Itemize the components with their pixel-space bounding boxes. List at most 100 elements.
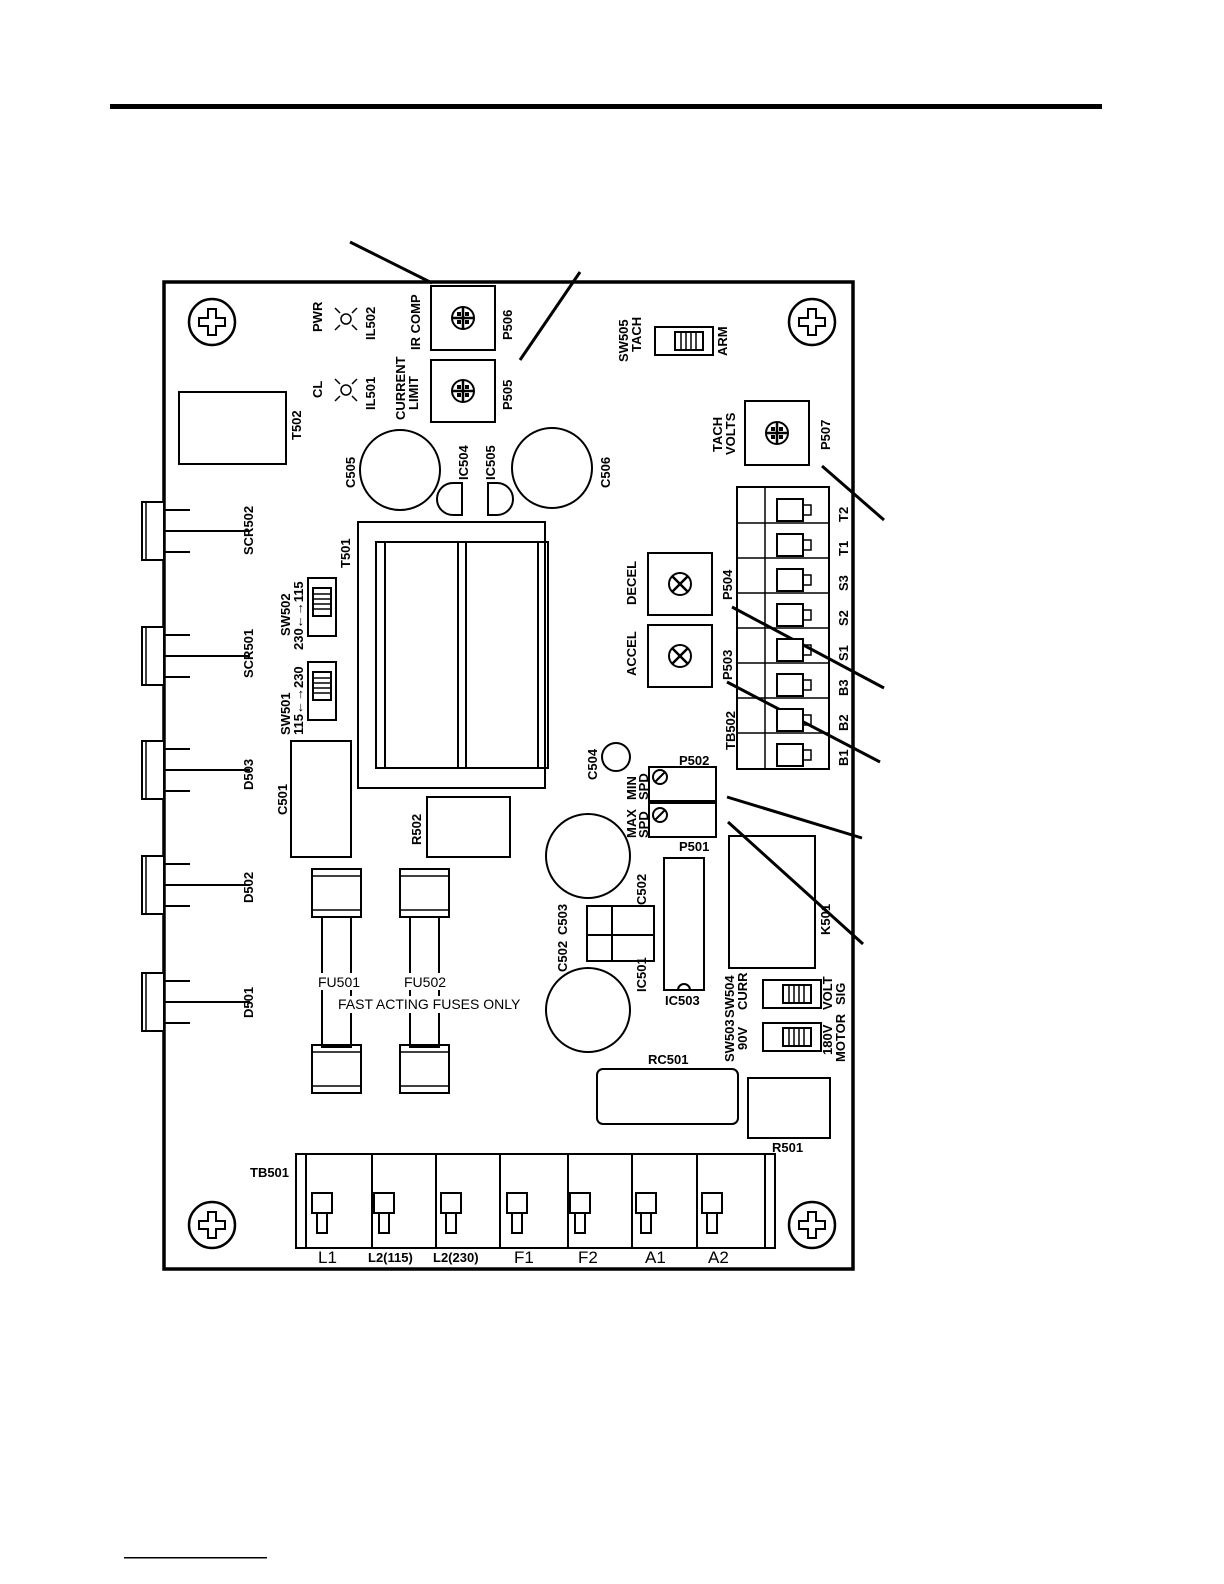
scr501-device bbox=[141, 626, 251, 686]
mounting-screw-icon bbox=[187, 1200, 237, 1250]
scr502-device bbox=[141, 501, 251, 561]
il502-label: IL502 bbox=[363, 307, 378, 340]
c502-film-label: C502 bbox=[634, 874, 649, 905]
p502-min-speed-pot[interactable] bbox=[648, 766, 717, 802]
tb502-terminal-b2[interactable]: B2 bbox=[836, 714, 851, 731]
accel-label: ACCEL bbox=[624, 631, 639, 676]
trimmer-icon bbox=[652, 769, 668, 785]
d502-label: D502 bbox=[241, 872, 256, 903]
scr501-label: SCR501 bbox=[241, 629, 256, 678]
tb502-terminal-s3[interactable]: S3 bbox=[836, 575, 851, 591]
p506-pot[interactable] bbox=[430, 285, 496, 351]
ic501-label: IC501 bbox=[634, 957, 649, 992]
led-pwr-icon bbox=[334, 307, 358, 331]
tb501-terminal-f2[interactable]: F2 bbox=[578, 1248, 598, 1267]
c504-capacitor bbox=[601, 742, 631, 772]
p503-accel-pot[interactable] bbox=[647, 624, 713, 688]
p507-label: P507 bbox=[818, 420, 833, 450]
tb501-terminal-a1[interactable]: A1 bbox=[645, 1248, 666, 1267]
mounting-screw-icon bbox=[187, 297, 237, 347]
k501-label: K501 bbox=[818, 904, 833, 935]
current-label: CURRENT bbox=[393, 356, 408, 420]
rc501-snubber bbox=[596, 1068, 739, 1125]
c502-label: C502 bbox=[555, 941, 570, 972]
c504-label: C504 bbox=[585, 748, 600, 780]
max-label: MAX bbox=[624, 809, 639, 838]
cl-label: CL bbox=[310, 381, 325, 398]
tb501-terminal-l2-115[interactable]: L2(115) bbox=[368, 1250, 413, 1265]
p503-label: P503 bbox=[720, 650, 735, 680]
pot-adjust-icon bbox=[764, 420, 790, 446]
p505-label: P505 bbox=[500, 380, 515, 410]
trimmer-icon bbox=[652, 807, 668, 823]
scr502-label: SCR502 bbox=[241, 506, 256, 555]
fuse-note: FAST ACTING FUSES ONLY bbox=[338, 996, 521, 1012]
p501-max-speed-pot[interactable] bbox=[648, 802, 717, 838]
p504-decel-pot[interactable] bbox=[647, 552, 713, 616]
t501-label: T501 bbox=[338, 538, 353, 568]
ir-comp-label: IR COMP bbox=[408, 294, 423, 350]
k501-relay bbox=[728, 835, 816, 969]
tb502-terminal-b3[interactable]: B3 bbox=[836, 679, 851, 696]
sw504-volt-label: VOLT bbox=[820, 976, 835, 1010]
p505-pot[interactable] bbox=[430, 359, 496, 423]
c501-label: C501 bbox=[275, 784, 290, 815]
tb502-terminal-s1[interactable]: S1 bbox=[836, 645, 851, 661]
tb501-label: TB501 bbox=[250, 1165, 289, 1180]
tb501-terminal-block bbox=[295, 1153, 776, 1249]
decel-label: DECEL bbox=[624, 561, 639, 605]
sw501-option-label: 115←→230 bbox=[291, 666, 306, 735]
pot-adjust-icon bbox=[667, 571, 693, 597]
tb502-label: TB502 bbox=[723, 711, 738, 750]
c505-capacitor bbox=[359, 429, 441, 511]
ic503-chip bbox=[663, 857, 705, 991]
d503-label: D503 bbox=[241, 759, 256, 790]
tb502-terminal-t1[interactable]: T1 bbox=[836, 541, 851, 556]
c503-label: C503 bbox=[555, 904, 570, 935]
p507-pot[interactable] bbox=[744, 400, 810, 466]
tb501-terminal-l2-230[interactable]: L2(230) bbox=[433, 1250, 479, 1265]
max-spd-label: SPD bbox=[636, 811, 651, 838]
mounting-screw-icon bbox=[787, 1200, 837, 1250]
sw501-switch[interactable] bbox=[307, 661, 337, 721]
sw504-switch[interactable] bbox=[762, 979, 822, 1009]
sw505-switch[interactable] bbox=[654, 326, 714, 356]
led-cl-icon bbox=[334, 378, 358, 402]
sw503-switch[interactable] bbox=[762, 1022, 822, 1052]
min-label: MIN bbox=[624, 776, 639, 800]
header-rule bbox=[110, 104, 1102, 109]
sw505-label: SW505 bbox=[616, 319, 631, 362]
tb501-terminal-a2[interactable]: A2 bbox=[708, 1248, 729, 1267]
tb502-terminal-t2[interactable]: T2 bbox=[836, 507, 851, 522]
c506-label: C506 bbox=[598, 457, 613, 488]
tb502-terminal-s2[interactable]: S2 bbox=[836, 610, 851, 626]
sw503-label: SW503 bbox=[722, 1019, 737, 1062]
sw502-switch[interactable] bbox=[307, 577, 337, 637]
fu501-label: FU501 bbox=[318, 974, 360, 990]
ic503-label: IC503 bbox=[665, 993, 700, 1008]
ic504-label: IC504 bbox=[456, 445, 471, 480]
pot-adjust-icon bbox=[667, 643, 693, 669]
c502-film-capacitor bbox=[586, 905, 655, 962]
sw504-curr-label: CURR bbox=[735, 972, 750, 1010]
d501-device bbox=[141, 972, 251, 1032]
d501-label: D501 bbox=[241, 987, 256, 1018]
sw504-sig-label: SIG bbox=[833, 983, 848, 1005]
r501-label: R501 bbox=[772, 1140, 803, 1155]
volts-label: VOLTS bbox=[723, 412, 738, 455]
c506-capacitor bbox=[511, 427, 593, 509]
sw503-motor-label: MOTOR bbox=[833, 1013, 848, 1062]
c502-capacitor bbox=[545, 967, 631, 1053]
tb501-terminal-f1[interactable]: F1 bbox=[514, 1248, 534, 1267]
ic504-regulator bbox=[436, 482, 463, 516]
board-outline bbox=[162, 280, 855, 1271]
mounting-screw-icon bbox=[787, 297, 837, 347]
min-spd-label: SPD bbox=[636, 773, 651, 800]
tb501-terminal-l1[interactable]: L1 bbox=[318, 1248, 337, 1267]
r502-label: R502 bbox=[409, 814, 424, 845]
tb502-terminal-b1[interactable]: B1 bbox=[836, 749, 851, 766]
sw505-tach-label: TACH bbox=[629, 317, 644, 352]
p506-label: P506 bbox=[500, 310, 515, 340]
il501-label: IL501 bbox=[363, 377, 378, 410]
